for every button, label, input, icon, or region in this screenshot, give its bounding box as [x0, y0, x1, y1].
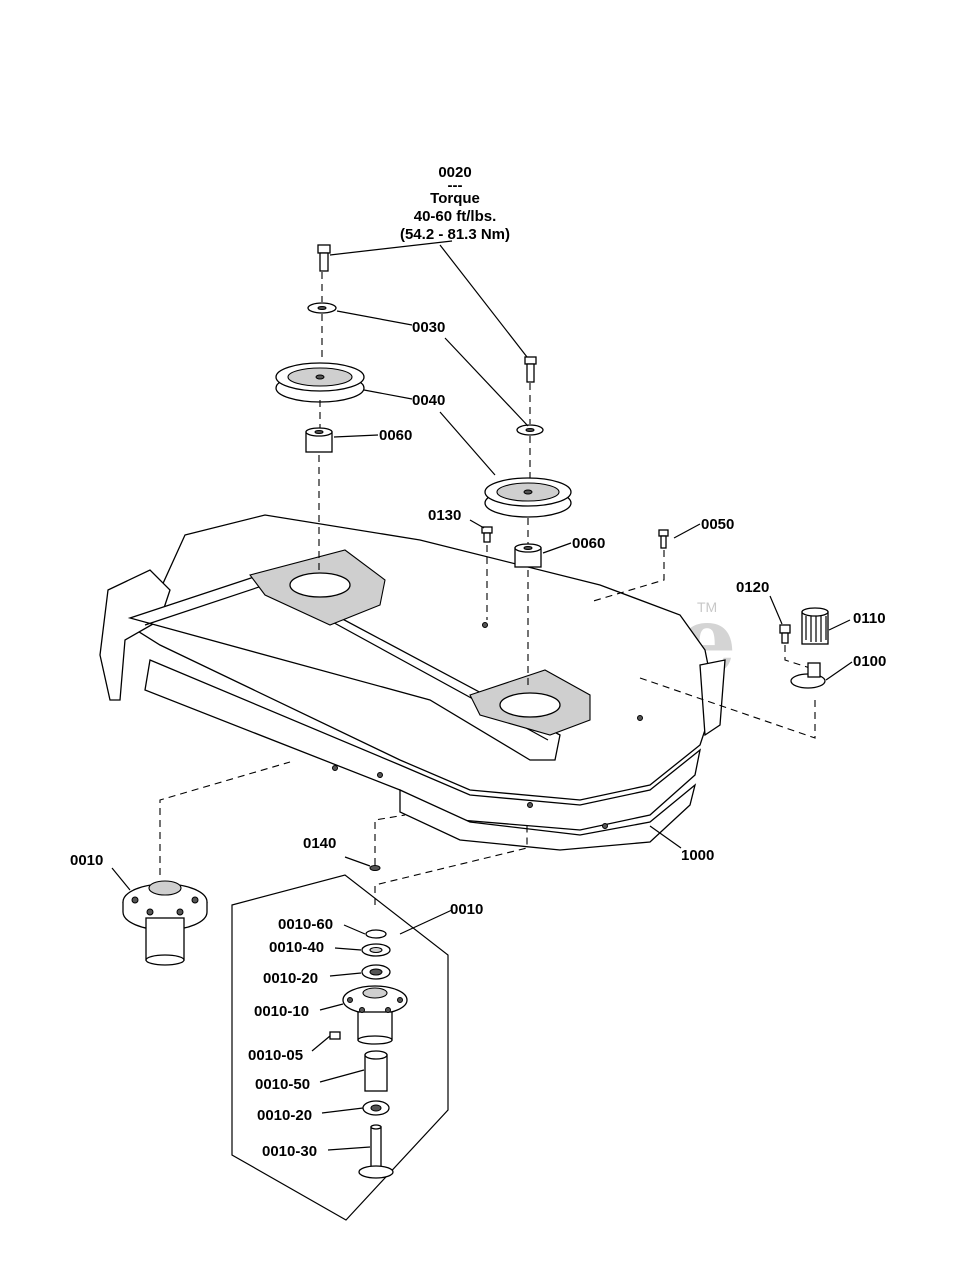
callout-0120: 0120	[736, 579, 769, 596]
callout-0010-assembled: 0010	[70, 852, 103, 869]
callout-0060-left: 0060	[379, 427, 412, 444]
label-0010-20-lower: 0010-20	[257, 1107, 312, 1124]
spindle-link-lower-right	[374, 822, 528, 905]
torque-separator: ---	[448, 177, 463, 194]
spindle-link-lower-left	[159, 761, 291, 875]
label-0010-30: 0010-30	[262, 1143, 317, 1160]
idler-assembly	[639, 607, 829, 739]
callout-0030: 0030	[412, 319, 445, 336]
link-0140	[374, 814, 406, 865]
label-0010-10: 0010-10	[254, 1003, 309, 1020]
callout-0040: 0040	[412, 392, 445, 409]
label-0010-20-upper: 0010-20	[263, 970, 318, 987]
torque-imperial: 40-60 ft/lbs.	[414, 208, 497, 225]
leader-lines	[111, 240, 853, 1151]
breakdown-frame	[231, 874, 449, 1221]
callout-0050: 0050	[701, 516, 734, 533]
mower-deck	[99, 514, 726, 851]
torque-part-number: 0020	[438, 164, 471, 181]
spindle-breakdown-labels: 0010-60 0010-40 0010-20 0010-10 0010-05 …	[248, 916, 333, 1160]
callout-0010-breakdown: 0010	[450, 901, 483, 918]
label-0010-40: 0010-40	[269, 939, 324, 956]
torque-title: Torque	[430, 190, 480, 207]
right-pulley-stack	[481, 356, 669, 690]
callout-0130: 0130	[428, 507, 461, 524]
callout-0060-right: 0060	[572, 535, 605, 552]
label-0010-60: 0010-60	[278, 916, 333, 933]
callout-0110: 0110	[853, 610, 886, 627]
watermark-trademark: TM	[697, 599, 717, 615]
spindle-assembled	[122, 880, 208, 966]
left-pulley-stack	[275, 244, 365, 575]
spindle-breakdown-parts	[329, 929, 408, 1179]
torque-metric: (54.2 - 81.3 Nm)	[400, 226, 510, 243]
callout-0100: 0100	[853, 653, 886, 670]
label-0010-05: 0010-05	[248, 1047, 303, 1064]
callout-0140: 0140	[303, 835, 336, 852]
label-0010-50: 0010-50	[255, 1076, 310, 1093]
torque-note: 0020 --- Torque 40-60 ft/lbs. (54.2 - 81…	[400, 164, 510, 243]
callout-1000: 1000	[681, 847, 714, 864]
callout-labels: 0030 0040 0060 0060 0130 0050 0120 0110 …	[70, 319, 886, 918]
nut-0140	[369, 865, 381, 871]
